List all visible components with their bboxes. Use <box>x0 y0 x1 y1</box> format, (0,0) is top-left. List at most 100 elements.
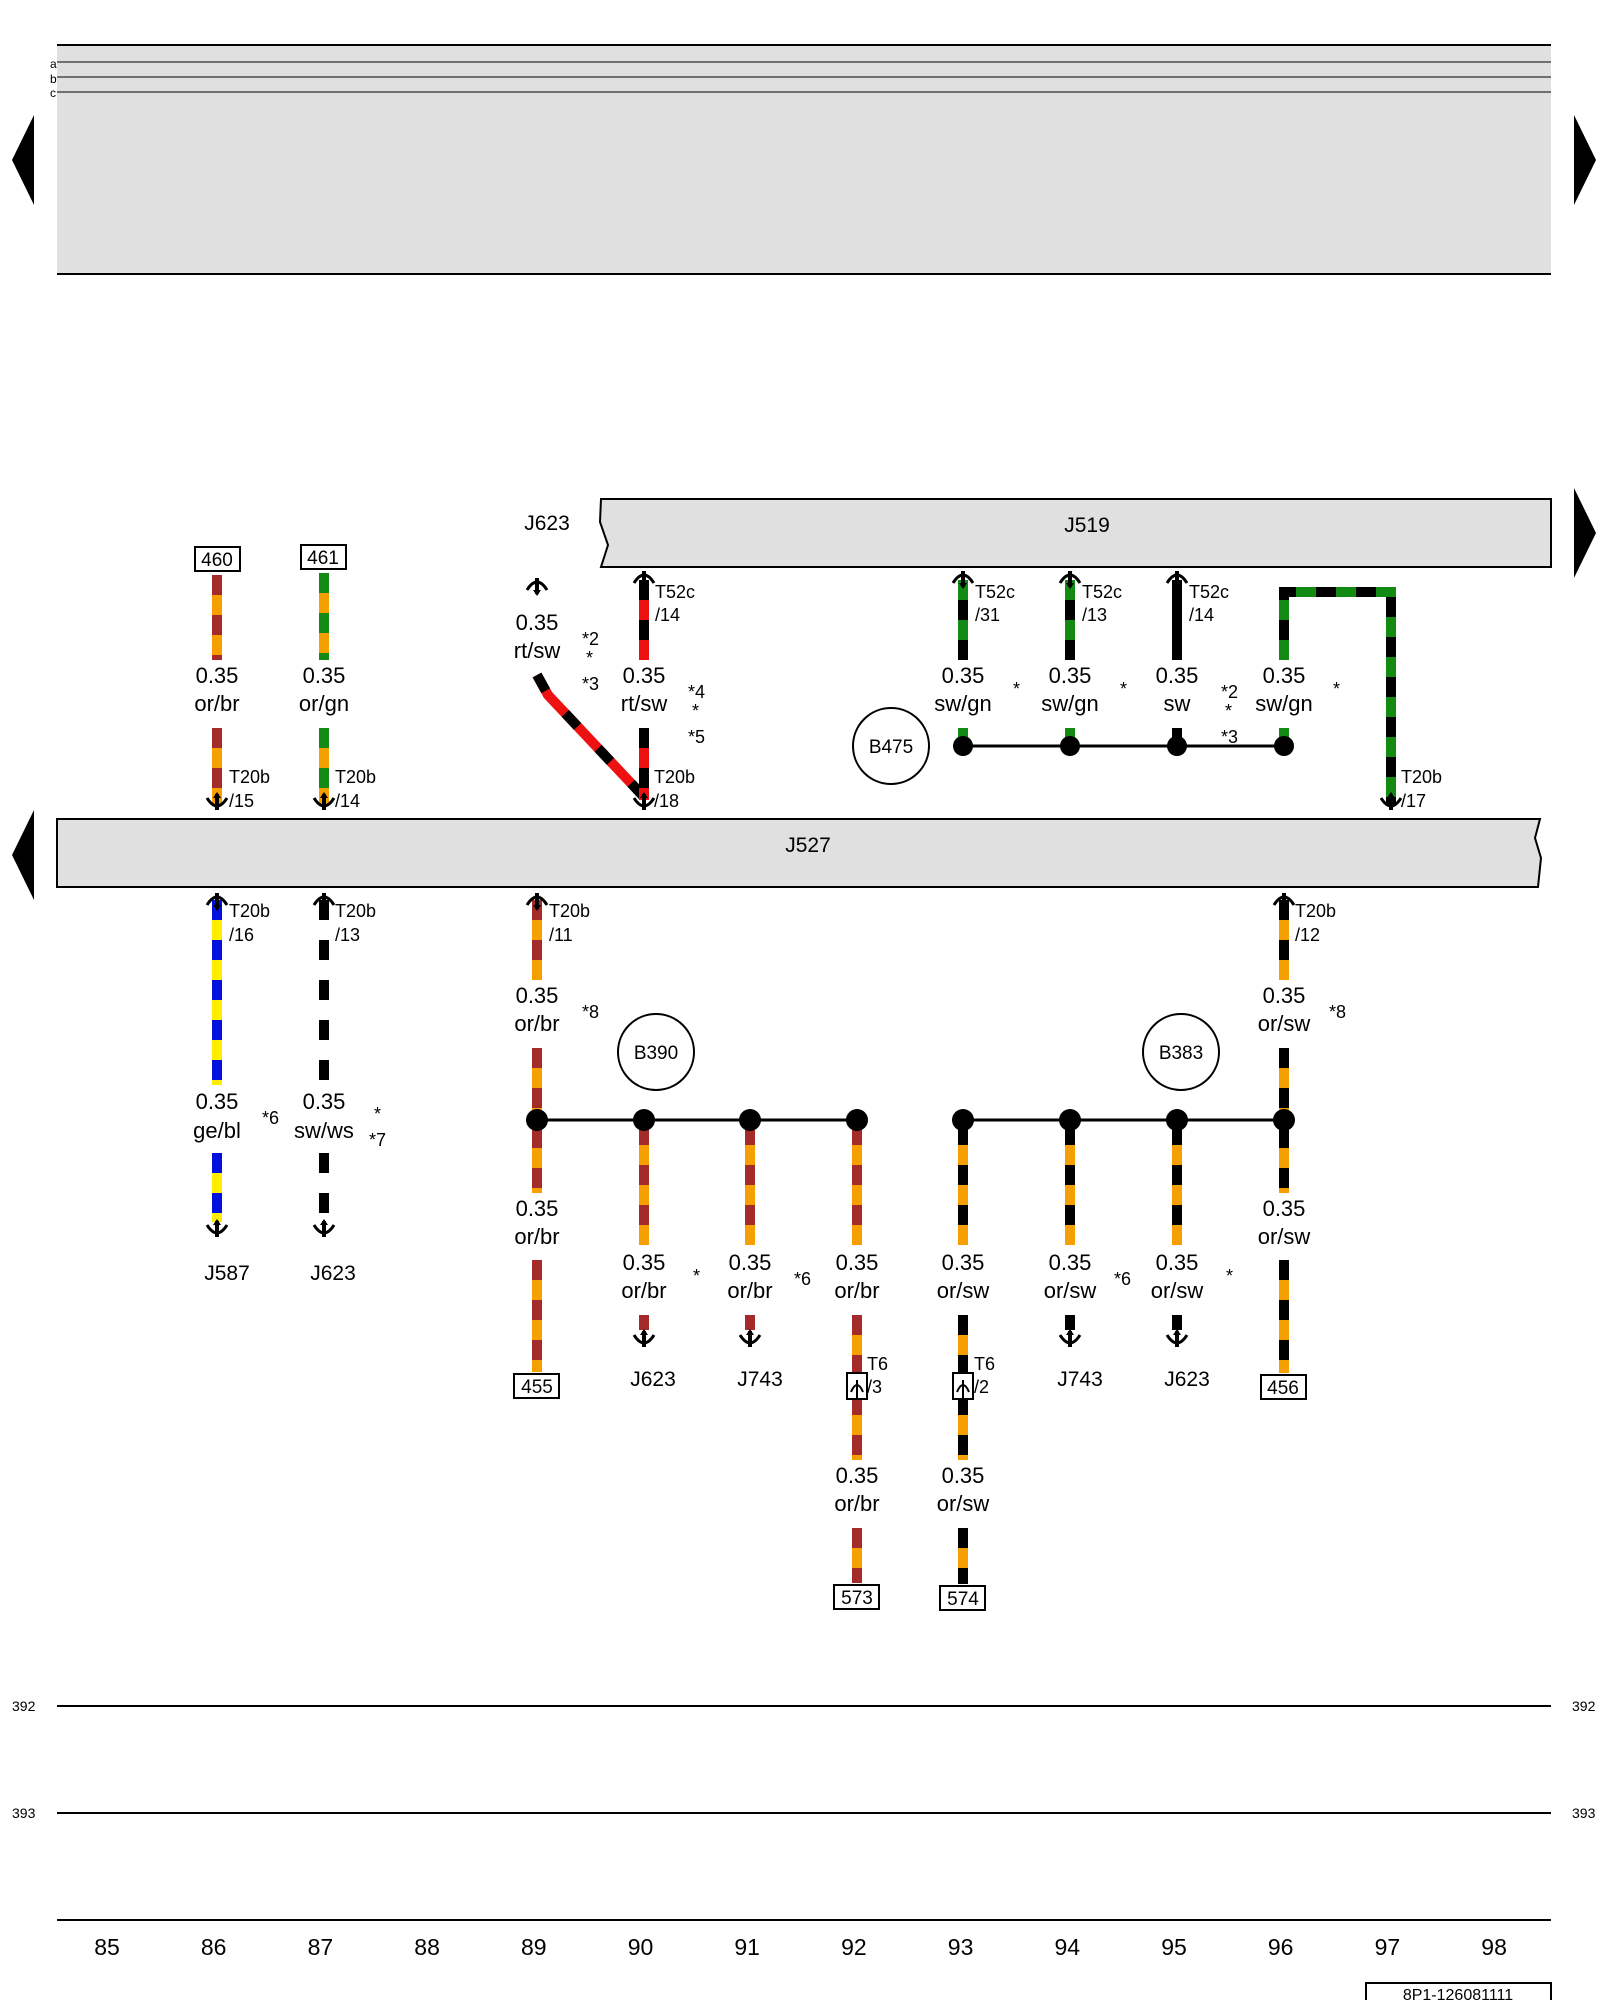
column-number: 92 <box>841 1934 867 1960</box>
wire-86-top-size: 0.35 <box>196 663 239 688</box>
pin-89-j623-top <box>525 578 549 596</box>
rail-393: 393 393 <box>12 1805 1596 1821</box>
pin-t20b-18-b: /18 <box>654 791 679 811</box>
module-j527-label: J527 <box>785 834 831 857</box>
page-ref-573-text: 573 <box>841 1588 873 1609</box>
wire-93-top-color: sw/gn <box>934 691 991 716</box>
nav-left-arrow-top[interactable] <box>12 115 34 205</box>
pin-t52c-14a-b: /14 <box>655 605 680 625</box>
nav-right-arrow-mid[interactable] <box>1574 488 1596 578</box>
footnote-89-3: *3 <box>582 674 599 694</box>
component-j623-label-87: J623 <box>310 1262 356 1285</box>
wire-96-a-size: 0.35 <box>1263 983 1306 1008</box>
footnote-94: * <box>1120 679 1127 699</box>
page-ref-460[interactable]: 460 <box>194 546 241 572</box>
wire-89-a-size: 0.35 <box>516 983 559 1008</box>
column-number: 90 <box>628 1934 654 1960</box>
wire-93-c-size: 0.35 <box>942 1463 985 1488</box>
rail-393-left: 393 <box>12 1805 36 1821</box>
wire-93-b-size: 0.35 <box>942 1250 985 1275</box>
junction-b383-label: B383 <box>1159 1043 1203 1064</box>
pin-94-j519 <box>1058 571 1082 589</box>
page-ref-455[interactable]: 455 <box>513 1373 560 1399</box>
footnote-96b: *8 <box>1329 1002 1346 1022</box>
footnote-95-1: *2 <box>1221 682 1238 702</box>
rail-392: 392 392 <box>12 1698 1596 1714</box>
footnote-87-1: * <box>374 1104 381 1124</box>
junction-b390-label: B390 <box>634 1043 678 1064</box>
pin-91-j743 <box>738 1329 762 1347</box>
wire-90-b-color: or/br <box>621 1278 666 1303</box>
column-number: 87 <box>308 1934 334 1960</box>
footnote-89-1: *2 <box>582 629 599 649</box>
pin-t20b-13-a: T20b <box>335 901 376 921</box>
footnote-90b: * <box>693 1266 700 1286</box>
pin-t52c-14a-a: T52c <box>655 582 695 602</box>
line-b-label: b <box>50 72 57 86</box>
wire-87-top-color: or/gn <box>299 691 349 716</box>
ref-code-box: 8P1-126081111 <box>1365 1982 1552 2000</box>
pin-86-j527-bot <box>205 893 229 911</box>
wire-87-bot-size: 0.35 <box>303 1089 346 1114</box>
pin-t20b-18-a: T20b <box>654 767 695 787</box>
wire-90-top-size: 0.35 <box>623 663 666 688</box>
pin-t52c-13-b: /13 <box>1082 605 1107 625</box>
pin-t20b-14-b: /14 <box>335 791 360 811</box>
wire-95-top-size: 0.35 <box>1156 663 1199 688</box>
pin-t6-2-b: /2 <box>974 1377 989 1397</box>
wire-95-top-color: sw <box>1164 691 1191 716</box>
pin-t6-2-a: T6 <box>974 1354 995 1374</box>
component-j623-top-label: J623 <box>524 512 570 535</box>
pin-86-j527-top <box>205 792 229 810</box>
column-number: 88 <box>414 1934 440 1960</box>
wire-96-b-size: 0.35 <box>1263 1196 1306 1221</box>
wire-93-b-color: or/sw <box>937 1278 990 1303</box>
column-number: 89 <box>521 1934 547 1960</box>
pin-t6-3-b: /3 <box>867 1377 882 1397</box>
pin-t20b-11-a: T20b <box>549 901 590 921</box>
wire-90-top-color: rt/sw <box>621 691 668 716</box>
junction-b475: B475 <box>852 707 1294 785</box>
pin-90-j527-top <box>632 792 656 810</box>
pin-95-j519 <box>1165 571 1189 589</box>
component-j587-label: J587 <box>204 1262 250 1285</box>
page-ref-456-text: 456 <box>1267 1378 1299 1399</box>
line-a-label: a <box>50 57 57 71</box>
pin-t20b-16-a: T20b <box>229 901 270 921</box>
pin-t52c-13-a: T52c <box>1082 582 1122 602</box>
footnote-86: *6 <box>262 1108 279 1128</box>
wire-87-top-size: 0.35 <box>303 663 346 688</box>
nav-right-arrow-top[interactable] <box>1574 115 1596 205</box>
footnote-90-2: * <box>692 701 699 721</box>
rail-392-left: 392 <box>12 1698 36 1714</box>
pin-97-j527-top <box>1379 792 1403 810</box>
wire-95-b-size: 0.35 <box>1156 1250 1199 1275</box>
pin-t20b-17-b: /17 <box>1401 791 1426 811</box>
pin-t20b-16-b: /16 <box>229 925 254 945</box>
wire-93-top-size: 0.35 <box>942 663 985 688</box>
page-ref-456[interactable]: 456 <box>1260 1374 1307 1400</box>
footnote-96: * <box>1333 679 1340 699</box>
column-number: 97 <box>1375 1934 1401 1960</box>
wire-89-b-color: or/br <box>514 1224 559 1249</box>
pin-t20b-15-a: T20b <box>229 767 270 787</box>
wire-96-a-color: or/sw <box>1258 1011 1311 1036</box>
pin-86-j587 <box>205 1219 229 1237</box>
column-number: 95 <box>1161 1934 1187 1960</box>
wire-86-bot-color: ge/bl <box>193 1118 241 1143</box>
page-ref-461[interactable]: 461 <box>300 544 347 570</box>
pin-t20b-17-a: T20b <box>1401 767 1442 787</box>
wire-92-b-color: or/br <box>834 1278 879 1303</box>
wire-96-b-color: or/sw <box>1258 1224 1311 1249</box>
junction-b383: B383 <box>952 1013 1295 1131</box>
wire-94-b-size: 0.35 <box>1049 1250 1092 1275</box>
page-ref-574[interactable]: 574 <box>939 1585 986 1611</box>
page-ref-573[interactable]: 573 <box>833 1584 880 1610</box>
line-c-label: c <box>50 86 56 100</box>
wire-92-c-size: 0.35 <box>836 1463 879 1488</box>
column-number: 93 <box>948 1934 974 1960</box>
column-number: 86 <box>201 1934 227 1960</box>
nav-left-arrow-mid[interactable] <box>12 810 34 900</box>
